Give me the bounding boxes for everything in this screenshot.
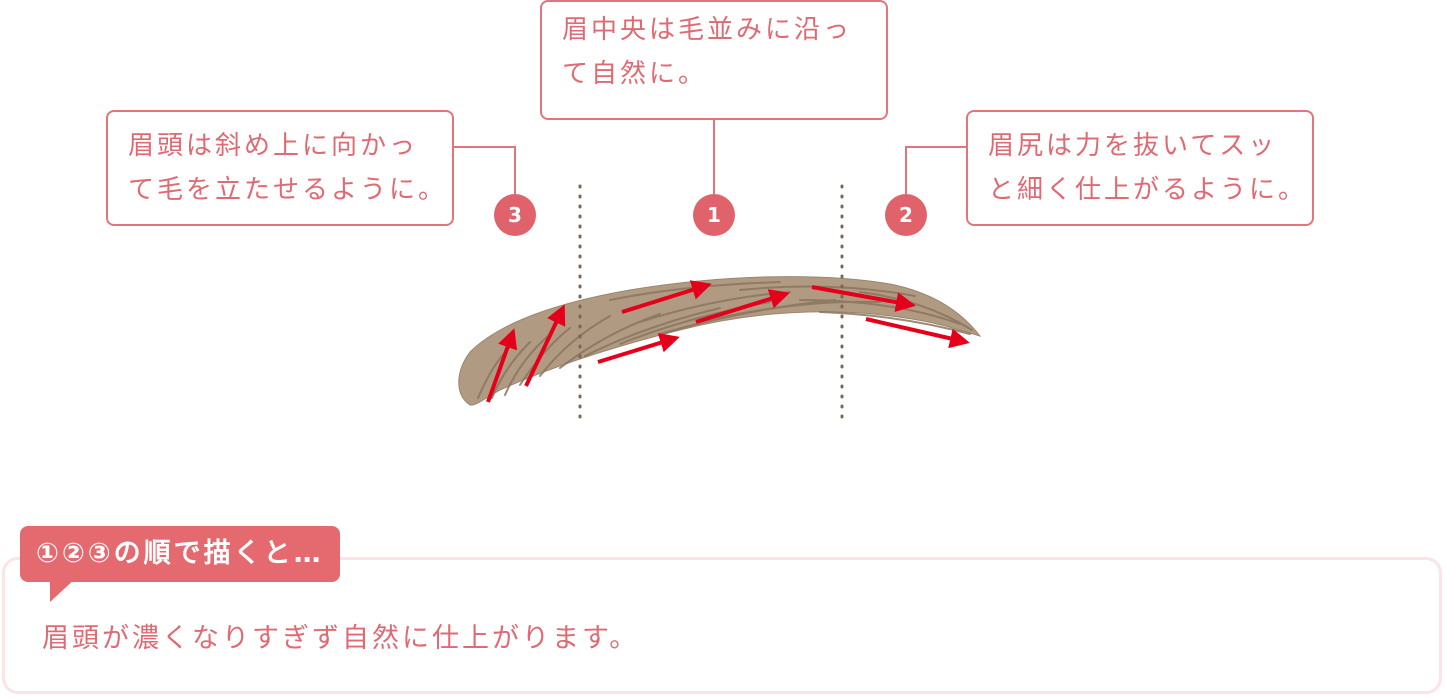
callout-center: 眉中央は毛並みに沿っ て自然に。	[540, 0, 888, 120]
eyebrow-shape	[458, 276, 982, 406]
callout-head-line2: て毛を立たせるように。	[128, 175, 448, 205]
direction-arrows	[486, 280, 970, 403]
step-badge-3: 3	[494, 194, 536, 236]
summary-text: 眉頭が濃くなりすぎず自然に仕上がります。	[42, 623, 640, 654]
callout-tail-line2: と細く仕上がるように。	[988, 175, 1308, 205]
red-arrow-icon	[695, 289, 790, 324]
eyebrow-illustration	[458, 276, 982, 406]
red-arrow-icon	[486, 328, 518, 403]
guide-lines	[578, 184, 844, 428]
red-arrow-icon	[621, 280, 712, 314]
connector-lines	[454, 120, 966, 194]
summary-tab-label: ①②③の順で描くと…	[20, 526, 340, 582]
callout-head-line1: 眉頭は斜め上に向かっ	[128, 131, 419, 161]
summary-tab-tail	[50, 578, 76, 602]
callout-tail-line1: 眉尻は力を抜いてスッ	[988, 131, 1278, 161]
callout-center-line1: 眉中央は毛並みに沿っ	[562, 15, 853, 45]
callout-center-line2: て自然に。	[562, 59, 708, 89]
red-arrow-icon	[524, 304, 566, 387]
connector-line-2	[905, 146, 966, 194]
step-badge-1: 1	[693, 194, 735, 236]
red-arrow-icon	[597, 333, 680, 364]
callout-head: 眉頭は斜め上に向かっ て毛を立たせるように。	[106, 110, 454, 226]
red-arrow-icon	[811, 285, 916, 313]
callout-tail: 眉尻は力を抜いてスッ と細く仕上がるように。	[966, 110, 1314, 226]
step-badge-2: 2	[885, 194, 927, 236]
red-arrow-icon	[865, 317, 970, 349]
connector-line-3	[454, 146, 516, 194]
